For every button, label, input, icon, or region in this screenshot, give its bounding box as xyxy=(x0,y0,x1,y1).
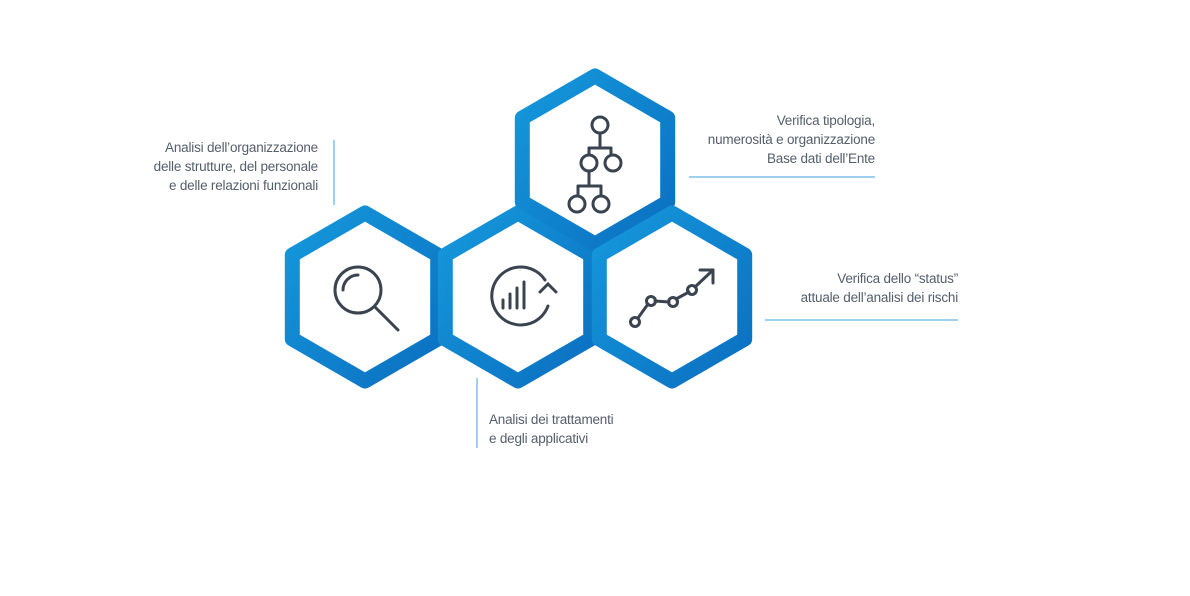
caption-line: delle strutture, del personale xyxy=(153,159,319,174)
caption-line: Verifica tipologia, xyxy=(776,113,875,128)
bar-chart-refresh-icon xyxy=(490,265,558,327)
caption-line: Verifica dello “status” xyxy=(837,271,958,286)
caption-line: Analisi dell’organizzazione xyxy=(165,140,318,155)
hierarchy-tree-icon xyxy=(567,115,623,214)
magnifier-icon xyxy=(333,265,400,332)
caption-line: e degli applicativi xyxy=(489,431,589,446)
trend-line-icon xyxy=(629,268,715,328)
caption-search: Analisi dell’organizzazione delle strutt… xyxy=(153,138,319,195)
caption-line: attuale dell’analisi dei rischi xyxy=(800,290,959,305)
caption-line: numerosità e organizzazione xyxy=(707,132,875,147)
caption-treatments: Analisi dei trattamenti e degli applicat… xyxy=(489,410,614,448)
caption-line: Base dati dell’Ente xyxy=(766,151,875,166)
caption-line: Analisi dei trattamenti xyxy=(489,412,614,427)
hexagon-group xyxy=(284,68,753,389)
caption-status: Verifica dello “status” attuale dell’ana… xyxy=(800,269,959,307)
caption-hierarchy: Verifica tipologia, numerosità e organiz… xyxy=(708,111,875,168)
hexagon-search xyxy=(284,205,446,389)
caption-line: e delle relazioni funzionali xyxy=(169,178,318,193)
